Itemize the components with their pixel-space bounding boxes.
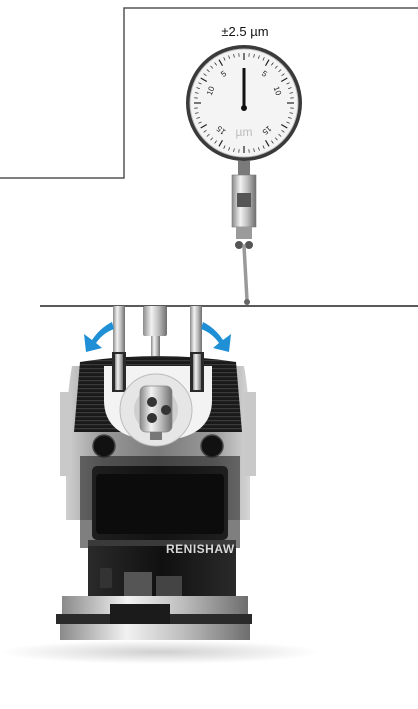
dial-unit-label: µm: [236, 125, 253, 139]
probe-head: [60, 352, 256, 602]
dial-hub: [241, 105, 247, 111]
rotate-right-arrow-icon: [201, 322, 231, 352]
brand-label: RENISHAW: [166, 542, 235, 556]
dial-needle: [243, 68, 246, 110]
gauge-stylus: [244, 246, 247, 300]
machine-base: [0, 596, 320, 664]
accuracy-label: ±2.5 µm: [200, 24, 290, 39]
rotate-left-arrow-icon: [84, 322, 114, 352]
